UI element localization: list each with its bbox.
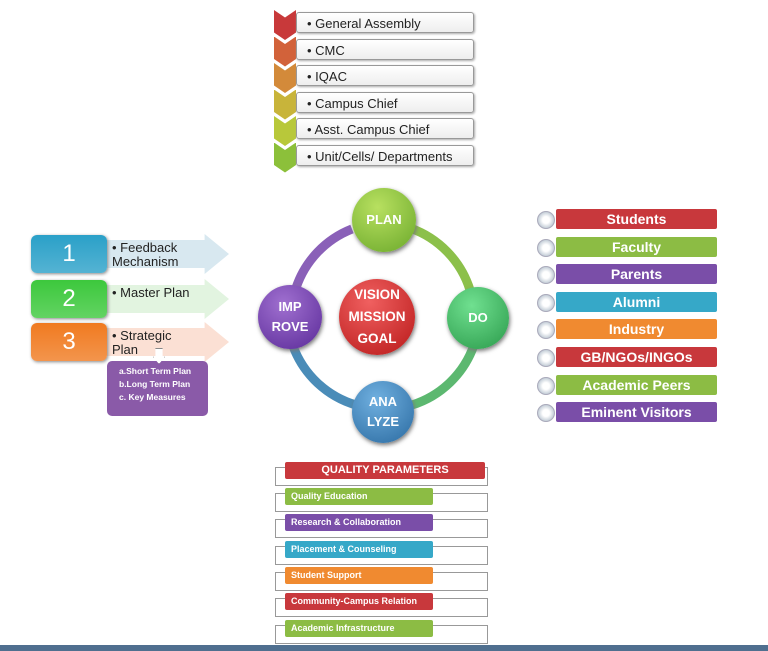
stakeholder-item: GB/NGOs/INGOs <box>556 347 717 367</box>
hierarchy-label: • General Assembly <box>296 12 474 33</box>
plan-number: 2 <box>31 280 107 318</box>
hierarchy-item: • Campus Chief <box>274 89 477 120</box>
hierarchy-label: • Campus Chief <box>296 91 474 113</box>
chevron-icon <box>274 63 296 93</box>
do-node: DO <box>447 287 509 349</box>
plan-node: PLAN <box>352 188 416 252</box>
hierarchy-item: • CMC <box>274 36 477 67</box>
hierarchy-item: • IQAC <box>274 63 477 93</box>
quality-header: QUALITY PARAMETERS <box>285 462 485 479</box>
quality-item: Student Support <box>285 566 433 584</box>
analyze-node: ANA LYZE <box>352 381 414 443</box>
image-icon <box>537 266 555 285</box>
hierarchy-item: • Asst. Campus Chief <box>274 116 477 146</box>
plan-label: • Feedback Mechanism <box>112 240 179 269</box>
hierarchy-item: • Unit/Cells/ Departments <box>274 142 477 173</box>
hierarchy-item: • General Assembly <box>274 10 477 40</box>
hierarchy-label: • IQAC <box>296 65 474 86</box>
hierarchy-text: Unit/Cells/ Departments <box>315 148 453 164</box>
image-icon <box>537 349 555 367</box>
hierarchy-text: Campus Chief <box>315 95 398 111</box>
plan-arrow <box>107 322 229 362</box>
chevron-icon <box>274 116 296 146</box>
plan-text: Master Plan <box>120 285 190 300</box>
image-icon <box>537 211 555 229</box>
hierarchy-label: • Asst. Campus Chief <box>296 118 474 139</box>
quality-item: Placement & Counseling <box>285 540 433 558</box>
hierarchy-label: • CMC <box>296 38 474 60</box>
quality-item: Quality Education <box>285 488 433 505</box>
image-icon <box>537 238 555 257</box>
plan-text: Feedback Mechanism <box>112 240 179 269</box>
hierarchy-text: General Assembly <box>315 16 421 31</box>
image-icon <box>537 404 555 423</box>
sub-item: a.Short Term Plan <box>119 366 192 376</box>
chevron-icon <box>274 142 296 173</box>
strategic-plan-details: a.Short Term Plan b.Long Term Plan c. Ke… <box>107 361 208 416</box>
stakeholder-item: Eminent Visitors <box>556 402 717 423</box>
plan-label: • Master Plan <box>112 285 190 300</box>
hierarchy-label: • Unit/Cells/ Departments <box>296 144 474 166</box>
image-icon <box>537 321 555 340</box>
hierarchy-text: IQAC <box>315 69 347 84</box>
plan-label: • Strategic Plan <box>112 328 172 357</box>
sub-item: b.Long Term Plan <box>119 379 191 389</box>
hierarchy-text: Asst. Campus Chief <box>314 122 430 137</box>
image-icon <box>537 376 555 395</box>
stakeholder-item: Students <box>556 209 717 229</box>
plan-number: 3 <box>31 323 107 361</box>
plan-arrow <box>107 234 229 274</box>
stakeholder-item: Faculty <box>556 236 717 257</box>
quality-item: Research & Collaboration <box>285 514 433 532</box>
chevron-icon <box>274 10 296 40</box>
quality-item: Community-Campus Relation <box>285 593 433 611</box>
vision-mission-goal: VISION MISSION GOAL <box>339 279 415 355</box>
stakeholder-item: Alumni <box>556 291 717 312</box>
stakeholder-item: Industry <box>556 319 717 340</box>
stakeholder-item: Academic Peers <box>556 374 717 395</box>
chevron-icon <box>274 89 296 120</box>
chevron-icon <box>274 36 296 67</box>
bottom-bar <box>0 645 768 651</box>
plan-number: 1 <box>31 235 107 273</box>
hierarchy-text: CMC <box>315 42 345 58</box>
quality-item: Academic Infrastructure <box>285 619 433 637</box>
improve-node: IMP ROVE <box>258 285 322 349</box>
stakeholder-item: Parents <box>556 264 717 285</box>
sub-item: c. Key Measures <box>119 392 186 402</box>
image-icon <box>537 293 555 312</box>
plan-text: Strategic Plan <box>112 328 172 357</box>
plan-arrow <box>107 279 229 319</box>
